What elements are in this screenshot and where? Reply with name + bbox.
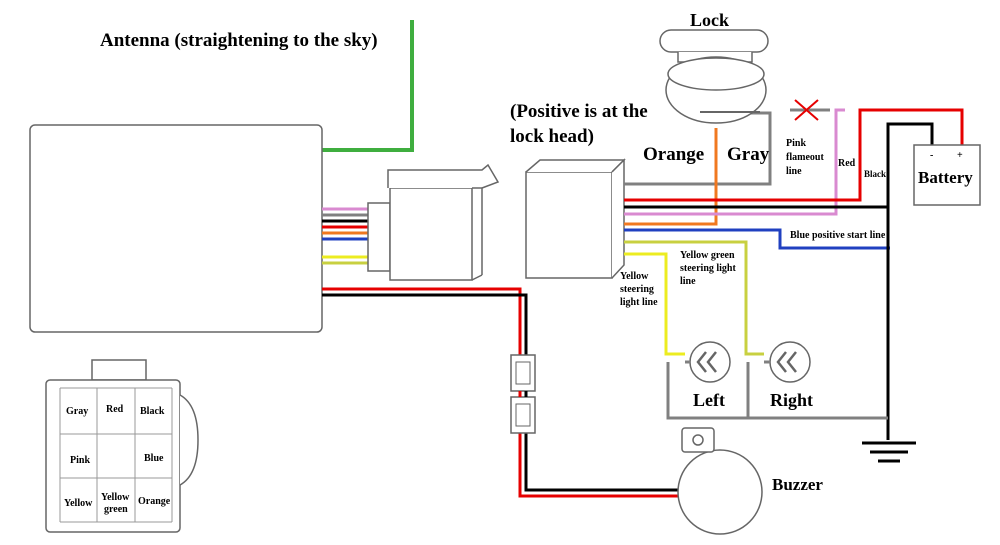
yellow-label-3: light line [620,297,658,308]
battery-minus: - [930,150,933,161]
red-label: Red [838,158,856,169]
yellow-green-label-1: Yellow green [680,250,735,261]
wire-bundle-right [624,108,964,356]
buzzer [677,427,763,535]
flameout-cut-mark [790,99,830,121]
left-turn-lamp [685,341,731,383]
pink-flameout-label-2: flameout [786,152,824,163]
black-wire-right [624,122,934,209]
ground [862,207,916,463]
battery-plus: + [957,150,963,161]
orange-label: Orange [643,144,704,165]
lamp-return-wire [666,362,888,420]
blue-wire [624,228,890,250]
left-plug-connector [367,163,500,281]
buzzer-label: Buzzer [772,475,823,494]
left-lamp-label: Left [693,390,725,410]
positive-note-line2: lock head) [510,126,594,147]
connector-pinout [45,359,199,533]
orange-wire [624,128,718,226]
right-lamp-label: Right [770,390,813,410]
lock-label: Lock [690,10,729,30]
black-label: Black [864,169,886,179]
pin-black: Black [140,406,165,417]
pin-yellow-green-1: Yellow [101,492,130,503]
pin-blue: Blue [144,453,164,464]
pin-yellow-green-2: green [104,504,128,515]
right-turn-lamp [764,341,811,383]
blue-start-label: Blue positive start line [790,230,886,241]
yellow-label-2: steering [620,284,654,295]
right-plug-connector [525,158,626,279]
pink-wire [624,108,845,216]
alarm-controller-box [29,124,323,333]
ignition-lock [659,29,769,124]
antenna-label: Antenna (straightening to the sky) [100,30,378,51]
yellow-label-1: Yellow [620,271,649,282]
red-wire-right [624,108,964,202]
battery-label: Battery [918,168,973,187]
positive-note-line1: (Positive is at the [510,101,648,122]
pin-gray: Gray [66,406,88,417]
pin-yellow: Yellow [64,498,93,509]
pink-flameout-label-3: line [786,166,802,177]
wire-bundle-left [322,207,370,265]
buzzer-inline-connector [510,354,536,434]
pink-flameout-label-1: Pink [786,138,806,149]
yellow-wire [624,252,685,356]
battery-box [913,144,981,206]
antenna-wire [320,20,414,152]
pin-pink: Pink [70,455,90,466]
yellow-green-label-3: line [680,276,696,287]
pin-orange: Orange [138,496,171,507]
yellow-green-wire [624,240,764,356]
buzzer-wires [322,287,688,498]
gray-label: Gray [727,144,770,165]
pin-red: Red [106,404,124,415]
yellow-green-label-2: steering light [680,263,736,274]
